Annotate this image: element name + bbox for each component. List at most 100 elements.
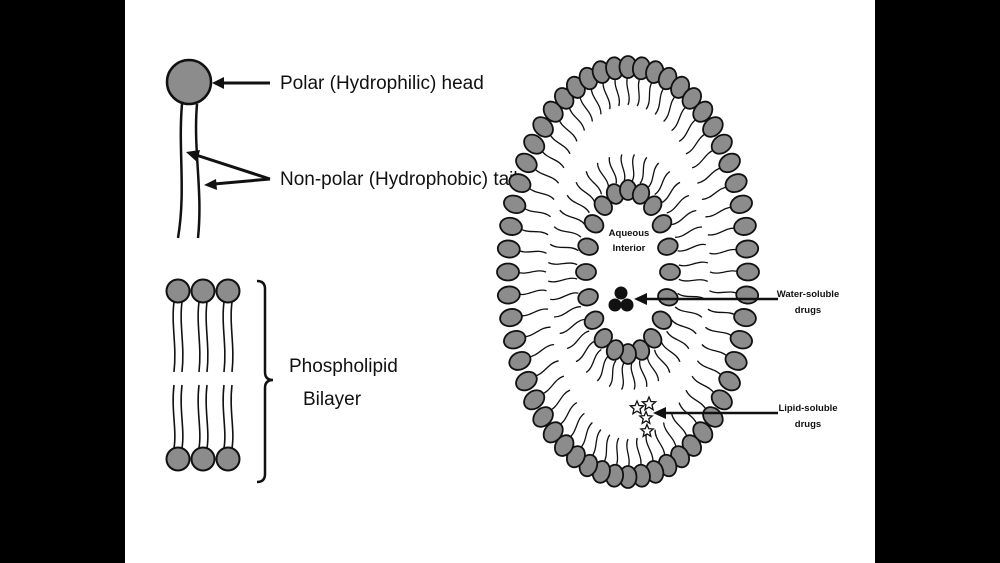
water-arrow-icon [634,293,647,305]
outer-leaflet-tail [626,75,630,106]
outer-leaflet-head [496,262,520,282]
inner-leaflet-tail [621,362,625,390]
outer-leaflet-head [503,329,527,350]
outer-leaflet-tail [685,132,707,155]
inner-leaflet-tail [671,209,697,226]
outer-leaflet-tail [701,186,729,201]
lipid-drug-star-icon [640,395,658,412]
outer-leaflet-tail [709,270,740,274]
inner-leaflet-head [659,263,681,281]
inner-leaflet-head [657,288,679,307]
outer-leaflet-tail [568,105,586,131]
lipid-label-line1: Lipid-soluble [778,403,837,414]
inner-leaflet-head [575,263,597,281]
tail-label: Non-polar (Hydrophobic) tail [280,169,518,190]
outer-leaflet-tail [527,186,555,200]
inner-leaflet-tail [670,319,697,335]
outer-leaflet-tail [645,434,654,464]
lipid-drug-star-icon [639,422,655,438]
outer-leaflet-head [735,239,760,259]
inner-leaflet-tail [596,162,610,188]
bilayer-tail [205,384,209,449]
outer-leaflet-tail [522,206,552,218]
outer-leaflet-head [724,350,748,371]
bilayer-tail [230,384,234,449]
inner-leaflet-tail [548,261,578,266]
bilayer-tail [180,301,184,373]
inner-leaflet-tail [620,154,626,182]
bilayer-head-bottom [215,446,241,472]
outer-leaflet-head [515,370,538,392]
inner-leaflet-tail [559,318,585,335]
outer-leaflet-tail [602,434,611,464]
outer-leaflet-tail [663,94,677,122]
outer-leaflet-head [735,285,760,305]
inner-leaflet-tail [575,340,596,363]
bilayer-tail [180,384,184,449]
outer-leaflet-tail [701,344,729,358]
inner-leaflet-tail [666,194,690,214]
bilayer-tail [172,301,176,373]
inner-leaflet-tail [566,330,590,350]
outer-leaflet-tail [548,133,571,155]
outer-leaflet-tail [519,308,549,317]
inner-leaflet-tail [654,170,671,196]
bilayer-head-top [190,278,216,304]
inner-leaflet-head [577,237,599,256]
outer-leaflet-tail [709,248,739,255]
outer-leaflet-tail [590,86,602,115]
inner-leaflet-tail [675,226,703,238]
outer-leaflet-tail [654,429,666,458]
inner-leaflet-tail [666,330,690,350]
water-label-line1: Water-soluble [777,289,839,300]
outer-leaflet-tail [670,413,688,439]
outer-leaflet-head [718,152,741,174]
inner-leaflet-tail [647,162,660,189]
inner-leaflet-tail [596,355,609,382]
inner-leaflet-tail [631,154,635,182]
inner-leaflet-tail [639,360,648,387]
outer-leaflet-head [692,100,714,123]
inner-leaflet-head [605,339,625,361]
head-callout: Polar (Hydrophilic) head [212,73,484,94]
outer-leaflet-head [724,173,748,194]
outer-leaflet-tail [697,167,723,184]
water-soluble-drugs: Water-soluble drugs [608,286,839,316]
inner-leaflet-tail [553,226,582,238]
tail-arrow-line-lower [213,177,271,186]
outer-leaflet-tail [678,118,698,142]
inner-leaflet-tail [646,356,660,382]
outer-leaflet-tail [568,412,585,439]
outer-leaflet-tail [691,149,716,169]
lipid-soluble-drugs: Lipid-soluble drugs [628,395,838,438]
outer-leaflet-tail [517,249,547,254]
inner-leaflet-tail [678,278,708,283]
outer-leaflet-head [496,285,521,305]
inner-leaflet-tail [608,157,617,184]
water-label-line2: drugs [795,305,821,316]
outer-leaflet-head [542,421,564,444]
outer-leaflet-tail [635,437,642,467]
liposome [496,55,760,489]
bilayer-head-top [165,278,191,304]
outer-leaflet-tail [533,167,560,184]
bilayer-head-bottom [190,446,216,472]
inner-leaflet-tail [575,181,596,203]
inner-leaflet-tail [660,341,681,363]
tail-arrow-line-upper [195,153,271,181]
inner-leaflet-head [643,195,663,216]
outer-leaflet-head [729,329,753,350]
outer-leaflet-head [496,239,521,259]
outer-leaflet-tail [636,76,641,107]
outer-leaflet-tail [517,289,547,296]
inner-leaflet-tail [660,181,681,204]
aqueous-label-line2: Interior [613,243,646,254]
bilayer-label-line2: Bilayer [303,389,362,410]
bilayer-tail [197,301,201,373]
tail-callout: Non-polar (Hydrophobic) tail [186,150,518,190]
inner-leaflet-head [583,214,605,234]
lipid-label-line2: drugs [795,419,821,430]
tail-arrow-icon-upper [186,150,200,162]
